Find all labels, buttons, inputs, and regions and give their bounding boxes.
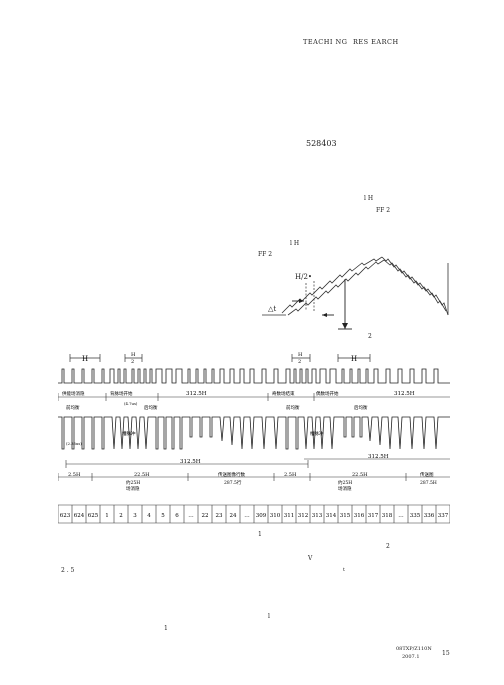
row-label-b: 背脉场开始 xyxy=(110,390,133,397)
line-number: 625 xyxy=(88,513,99,519)
text-mark-6: 2 xyxy=(386,543,390,550)
even-field-total: 312.5H xyxy=(368,454,389,460)
line-number: 24 xyxy=(230,513,237,519)
text-mark-3: l H xyxy=(290,240,300,247)
span-c-top: 传送图像行数 xyxy=(218,471,245,478)
span-b-sub2: 场消隐 xyxy=(126,485,140,492)
line-number: 3 xyxy=(133,513,137,519)
row-label-c: 312.5H xyxy=(186,391,207,397)
line-period-label-left: H xyxy=(82,355,88,363)
span-c-bottom: 287.5行 xyxy=(224,479,242,486)
odd-field-total: 312.5H xyxy=(180,459,201,465)
span-b: 22.5H xyxy=(134,472,150,478)
line-number: 1 xyxy=(105,513,109,519)
row-label-d: 奇数场结束 xyxy=(272,390,295,397)
row-label-e: 偶数场开始 xyxy=(316,390,339,397)
text-mark-7: V xyxy=(308,555,313,562)
span-b-sub1: 约25H xyxy=(126,479,140,486)
field-sync-timing-figure: H H 2 H 2 H 供能场消隐 背脉场开始 312.5H 奇数场结束 偶数场… xyxy=(58,352,450,524)
line-number: 5 xyxy=(161,513,165,519)
line-number: 310 xyxy=(270,513,281,519)
article-id: 528403 xyxy=(306,139,337,148)
line-number: 318 xyxy=(382,513,393,519)
line-number: 316 xyxy=(354,513,365,519)
line-number: 315 xyxy=(340,513,351,519)
span-d: 2.5H xyxy=(284,472,297,478)
line-number: 335 xyxy=(410,513,421,519)
half-line-label-left-top: H xyxy=(131,352,136,358)
figure-1-caption: 1 xyxy=(258,531,262,538)
line-number: 311 xyxy=(284,513,295,519)
pre-equalizing-label-left: 前均衡 xyxy=(66,404,80,411)
half-line-label: H/2• xyxy=(295,273,312,281)
row-label-f: 312.5H xyxy=(394,391,415,397)
text-mark-10: l xyxy=(268,613,270,620)
line-number: 312 xyxy=(298,513,309,519)
post-equalizing-label-right: 后均衡 xyxy=(354,404,368,411)
figure-2-caption: 2 xyxy=(368,333,372,340)
half-line-label-right-bottom: 2 xyxy=(298,359,301,365)
footer-code: 08TXP/Z110N xyxy=(396,646,432,652)
footer-date: 2007.1 xyxy=(402,654,420,660)
line-number: … xyxy=(188,513,194,519)
text-mark-9: 2 . 5 xyxy=(61,567,75,574)
pre-equalizing-label-right: 前均衡 xyxy=(286,404,300,411)
line-number: 309 xyxy=(256,513,267,519)
span-e-sub1: 约25H xyxy=(338,479,352,486)
delta-t-label: △t xyxy=(268,305,276,313)
line-number: … xyxy=(244,513,250,519)
line-number: 4 xyxy=(147,513,151,519)
scan-interlace-figure: H/2• △t xyxy=(262,256,449,330)
span-e: 22.5H xyxy=(352,472,368,478)
line-number: 336 xyxy=(424,513,435,519)
span-e-sub2: 场消隐 xyxy=(338,485,352,492)
running-header-left: TEACHI NG xyxy=(303,38,348,46)
span-f-bottom: 287.5H xyxy=(420,480,437,486)
line-period-label-right: H xyxy=(351,355,357,363)
text-mark-11: 1 xyxy=(164,625,168,632)
line-number: 314 xyxy=(326,513,337,519)
half-line-label-right-top: H xyxy=(298,352,303,358)
span-f-top: 传送图 xyxy=(420,471,434,478)
line-number: 624 xyxy=(74,513,85,519)
post-equalizing-label-left: 后均衡 xyxy=(144,404,158,411)
page-number: 15 xyxy=(442,650,450,657)
serration-label-left: 槽脉冲 xyxy=(122,430,136,437)
line-number: 22 xyxy=(202,513,209,519)
line-number: 317 xyxy=(368,513,379,519)
text-mark-2: FF 2 xyxy=(376,207,391,214)
span-a: 2.5H xyxy=(68,472,81,478)
line-number: … xyxy=(398,513,404,519)
row-label-a: 供能场消隐 xyxy=(62,390,85,397)
text-mark-1: l H xyxy=(364,195,374,202)
pulse-width-label: (4.7us) xyxy=(124,401,138,406)
line-number: 2 xyxy=(119,513,123,519)
serration-label-right: 槽脉冲 xyxy=(310,430,324,437)
line-number: 6 xyxy=(175,513,179,519)
half-line-label-left-bottom: 2 xyxy=(131,359,134,365)
text-mark-4: FF 2 xyxy=(258,251,273,258)
text-mark-8: t xyxy=(343,567,346,573)
line-number: 623 xyxy=(60,513,71,519)
line-number: 337 xyxy=(438,513,449,519)
line-number: 23 xyxy=(216,513,223,519)
running-header-right: RES EARCH xyxy=(353,38,399,46)
sync-width-label: (2.35us) xyxy=(66,441,82,446)
line-number: 313 xyxy=(312,513,323,519)
